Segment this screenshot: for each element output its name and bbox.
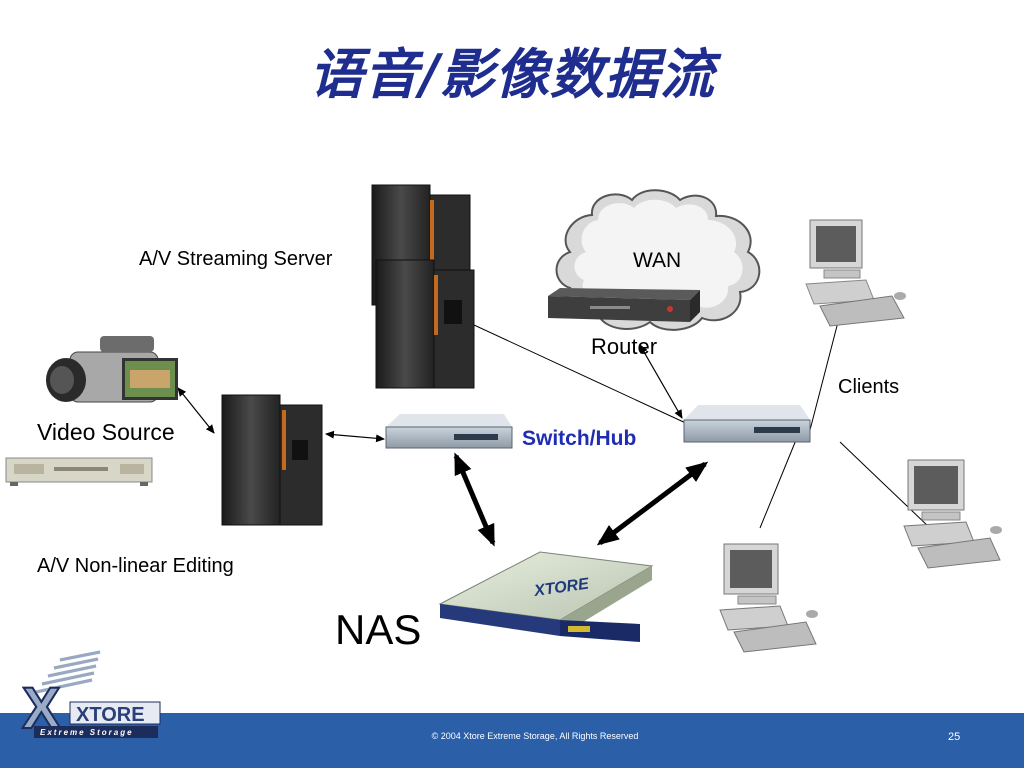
editing-server-icon [221, 394, 323, 526]
switch-client3-line [759, 439, 797, 529]
page-number: 25 [948, 731, 961, 743]
client-pc-top-icon [805, 219, 906, 327]
dvd-player-icon [5, 457, 153, 486]
wan-label: WAN [633, 249, 682, 272]
nas-label: NAS [335, 606, 422, 653]
streaming-server-icon [371, 184, 475, 389]
xtore-logo-overlay: X XTORE Extreme Storage [21, 650, 161, 742]
switch-right-icon [683, 405, 811, 443]
router-icon [548, 288, 700, 322]
switch-hub-label: Switch/Hub [522, 427, 637, 450]
logo-tagline-overlay: Extreme Storage [40, 728, 134, 737]
video-source-label: Video Source [37, 419, 175, 445]
copyright-text: © 2004 Xtore Extreme Storage, All Rights… [431, 731, 639, 741]
router-label: Router [591, 334, 658, 359]
router-switch-arrow [639, 344, 683, 419]
nas-device-icon: XTORE [438, 551, 654, 642]
client-pc-bottom-icon [719, 543, 818, 653]
streaming-server-label: A/V Streaming Server [139, 248, 333, 270]
editing-switch-arrow [325, 430, 385, 443]
connections [177, 299, 931, 547]
nonlinear-editing-label: A/V Non-linear Editing [37, 555, 234, 577]
switch-client2-line [839, 441, 931, 529]
switch2-nas-bold-arrow [596, 461, 709, 546]
slide-title: 语音/影像数据流 [309, 42, 715, 106]
client-pc-right-icon [903, 459, 1002, 569]
clients-label: Clients [838, 376, 900, 398]
logo-brand-overlay: XTORE [76, 704, 145, 726]
footer-bar [0, 713, 1024, 768]
camera-editing-arrow [177, 387, 215, 434]
switch-left-icon [385, 414, 513, 449]
switch-client1-line [809, 321, 839, 431]
switch-nas-bold-arrow [453, 452, 496, 547]
camcorder-icon [46, 336, 178, 403]
